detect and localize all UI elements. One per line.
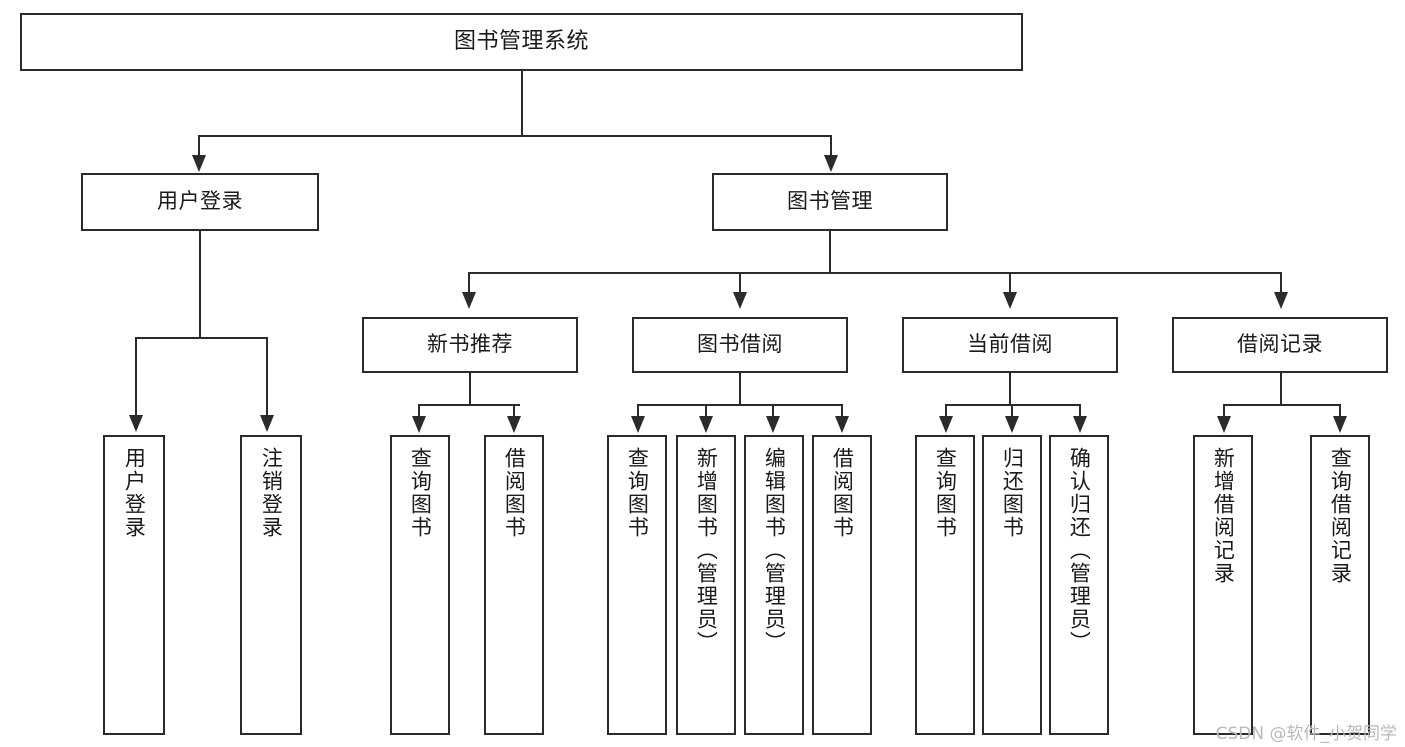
connector-borrowrecord-stem [1280,373,1282,406]
arrowhead-currentborrow-to-leaf-1 [939,416,953,433]
leaf-current-return-book[interactable]: 归还图书 [982,435,1042,735]
node-label: 查询图书 [625,447,650,539]
arrowhead-borrowrecord-to-leaf-1 [1217,416,1231,433]
node-label: 新增图书（管理员） [694,447,719,654]
node-label: 图书管理系统 [453,28,589,54]
leaf-user-login[interactable]: 用户登录 [103,435,165,735]
node-label: 借阅记录 [1237,332,1323,357]
connector-bookborrow-to-leaf-3 [772,404,774,418]
node-label: 借阅图书 [502,447,527,539]
node-label: 用户登录 [122,447,147,539]
node-label: 归还图书 [1000,447,1025,539]
connector-bookborrow-stem [739,373,741,406]
arrowhead-login-to-leaf-2 [260,415,274,432]
node-label: 当前借阅 [967,332,1053,357]
connector-currentborrow-to-leaf-1 [945,404,947,418]
node-label: 图书管理 [787,189,873,214]
leaf-borrow-query-book[interactable]: 查询图书 [607,435,667,735]
node-label: 用户登录 [157,189,243,214]
node-book-management[interactable]: 图书管理 [712,173,948,231]
node-user-login[interactable]: 用户登录 [81,173,319,231]
connector-login-to-leaf-2 [266,337,268,417]
leaf-borrow-borrow-book[interactable]: 借阅图书 [812,435,872,735]
arrowhead-root-to-login [192,155,206,172]
connector-borrowrecord-bus [1223,404,1340,406]
connector-currentborrow-to-leaf-3 [1079,404,1081,418]
connector-borrowrecord-to-leaf-1 [1223,404,1225,418]
csdn-watermark: CSDN @软件_小贺同学 [1215,724,1397,744]
node-label: 确认归还（管理员） [1067,447,1092,654]
connector-newbook-stem [469,373,471,406]
node-label: 查询图书 [933,447,958,539]
connector-login-bus [135,337,266,339]
node-label: 新增借阅记录 [1211,447,1236,585]
connector-login-to-leaf-1 [135,337,137,417]
node-new-book-recommend[interactable]: 新书推荐 [362,317,578,373]
arrowhead-currentborrow-to-leaf-3 [1073,416,1087,433]
connector-bookmgmt-to-borrow [739,272,741,294]
arrowhead-newbook-to-leaf-1 [412,416,426,433]
connector-bookmgmt-bus [468,272,1280,274]
connector-currentborrow-to-leaf-2 [1011,404,1013,418]
arrowhead-bookborrow-to-leaf-1 [631,416,645,433]
node-label: 查询图书 [408,447,433,539]
node-label: 编辑图书（管理员） [762,447,787,654]
connector-newbook-bus [418,404,520,406]
node-borrow-record[interactable]: 借阅记录 [1172,317,1388,373]
connector-bookborrow-to-leaf-1 [637,404,639,418]
leaf-newbook-borrow-book[interactable]: 借阅图书 [484,435,544,735]
connector-bookmgmt-to-current [1009,272,1011,294]
node-root-system[interactable]: 图书管理系统 [20,13,1023,71]
node-label: 注销登录 [259,447,284,539]
arrowhead-newbook-to-leaf-2 [507,416,521,433]
connector-bookmgmt-stem [829,231,831,274]
connector-bookborrow-to-leaf-2 [705,404,707,418]
leaf-current-confirm-return-admin[interactable]: 确认归还（管理员） [1049,435,1109,735]
connector-root-bus [198,135,832,137]
connector-bookborrow-to-leaf-4 [841,404,843,418]
connector-bookmgmt-to-new [468,272,470,294]
node-label: 借阅图书 [830,447,855,539]
connector-bookmgmt-to-record [1280,272,1282,294]
node-label: 查询借阅记录 [1328,447,1353,585]
arrowhead-bookborrow-to-leaf-3 [766,416,780,433]
leaf-newbook-query-book[interactable]: 查询图书 [390,435,450,735]
connector-root-stem [521,71,523,136]
connector-root-to-bookmgmt [830,135,832,157]
arrowhead-root-to-bookmgmt [824,155,838,172]
connector-borrowrecord-to-leaf-2 [1339,404,1341,418]
arrowhead-bookmgmt-to-new [462,292,476,309]
leaf-borrow-add-book-admin[interactable]: 新增图书（管理员） [676,435,736,735]
node-book-borrow[interactable]: 图书借阅 [632,317,848,373]
leaf-borrow-edit-book-admin[interactable]: 编辑图书（管理员） [744,435,804,735]
connector-bookborrow-bus [637,404,843,406]
arrowhead-borrowrecord-to-leaf-2 [1333,416,1347,433]
arrowhead-bookmgmt-to-borrow [733,292,747,309]
connector-newbook-to-leaf-1 [418,404,420,418]
connector-newbook-to-leaf-2 [513,404,515,418]
arrowhead-currentborrow-to-leaf-2 [1005,416,1019,433]
node-current-borrow[interactable]: 当前借阅 [902,317,1118,373]
leaf-record-add-record[interactable]: 新增借阅记录 [1193,435,1253,735]
arrowhead-bookmgmt-to-record [1274,292,1288,309]
leaf-logout[interactable]: 注销登录 [240,435,302,735]
leaf-record-query-record[interactable]: 查询借阅记录 [1310,435,1370,735]
arrowhead-bookborrow-to-leaf-2 [699,416,713,433]
connector-currentborrow-stem [1009,373,1011,406]
arrowhead-bookborrow-to-leaf-4 [835,416,849,433]
node-label: 新书推荐 [427,332,513,357]
connector-root-to-login [198,135,200,157]
arrowhead-login-to-leaf-1 [129,415,143,432]
connector-login-stem [199,231,201,339]
leaf-current-query-book[interactable]: 查询图书 [915,435,975,735]
arrowhead-bookmgmt-to-current [1003,292,1017,309]
node-label: 图书借阅 [697,332,783,357]
